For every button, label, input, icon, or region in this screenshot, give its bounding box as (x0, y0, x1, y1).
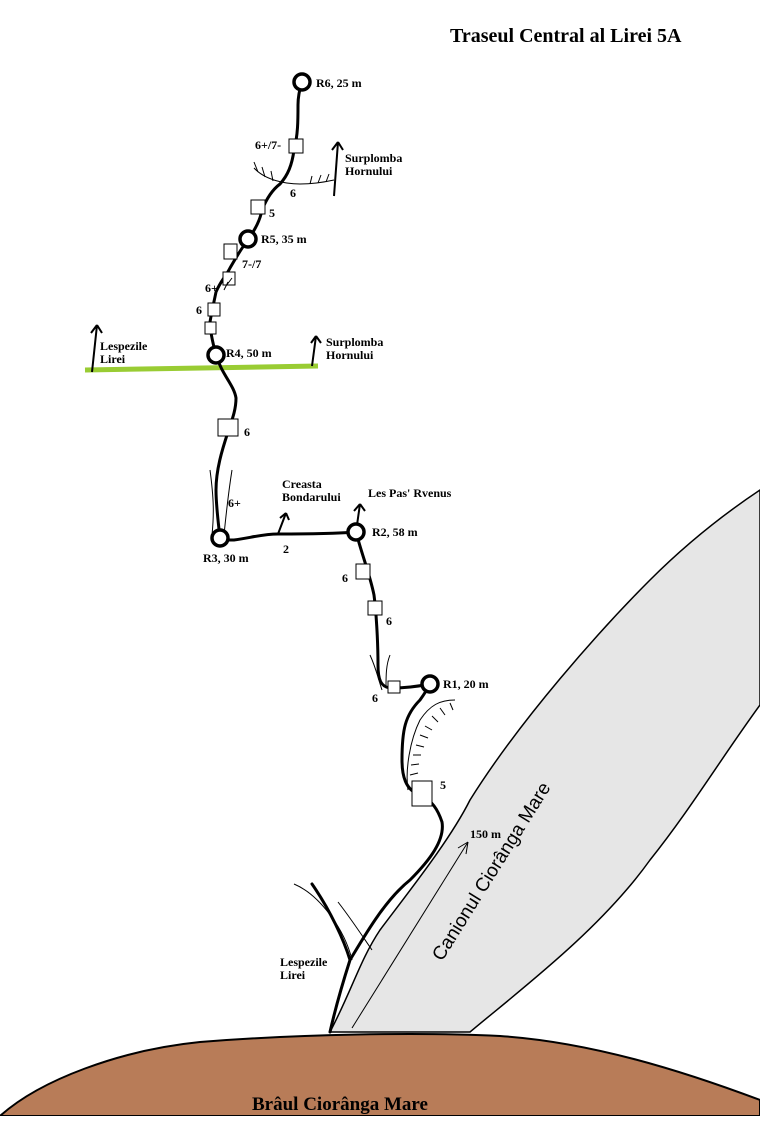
belay-r3-label: R3, 30 m (203, 551, 249, 565)
belay-r4-label: R4, 50 m (226, 346, 272, 360)
belay-r2-label: R2, 58 m (372, 525, 418, 539)
diagram-title: Traseul Central al Lirei 5A (450, 25, 682, 47)
overhang-r1 (406, 699, 456, 791)
ledge-brau (0, 1033, 760, 1117)
exit-les-pas: Les Pas' Rvenus (368, 486, 452, 500)
overhang-top-hatch (253, 161, 330, 185)
grade-label: 6 (342, 571, 348, 585)
approach-distance: 150 m (470, 827, 501, 841)
grade-label: 7-/7 (242, 257, 261, 271)
grade-label: 6 (386, 614, 392, 628)
ledge-label: Brâul Ciorânga Mare (252, 1094, 428, 1115)
exit-arrows (90, 141, 366, 535)
grade-label: 6 (244, 425, 250, 439)
grade-label: 6 (196, 303, 202, 317)
grade-label: 5 (269, 206, 275, 220)
lespezile-gully-2 (337, 901, 373, 951)
belay-r6-label: R6, 25 m (316, 76, 362, 90)
crux-boxes (204, 138, 433, 807)
grade-label: 6+ (205, 281, 218, 295)
grade-label: 5 (440, 778, 446, 792)
grade-label: 6 (372, 691, 378, 705)
approach-arrow-head (457, 841, 469, 855)
grade-label: 6+ (228, 496, 241, 510)
grade-label: 6+/7- (255, 138, 281, 152)
grass-ledge (84, 363, 319, 373)
belay-r1-label: R1, 20 m (443, 677, 489, 691)
belay-r5-label: R5, 35 m (261, 232, 307, 246)
lespezile-gully (293, 883, 353, 961)
overhang-r1-hatch (409, 702, 454, 776)
overhang-top (253, 167, 335, 185)
belay-circles (206, 72, 440, 694)
canyon-gully (328, 489, 760, 1033)
grade-label: 2 (283, 542, 289, 556)
approach-arrow (351, 841, 469, 1029)
grade-label: 6 (290, 186, 296, 200)
